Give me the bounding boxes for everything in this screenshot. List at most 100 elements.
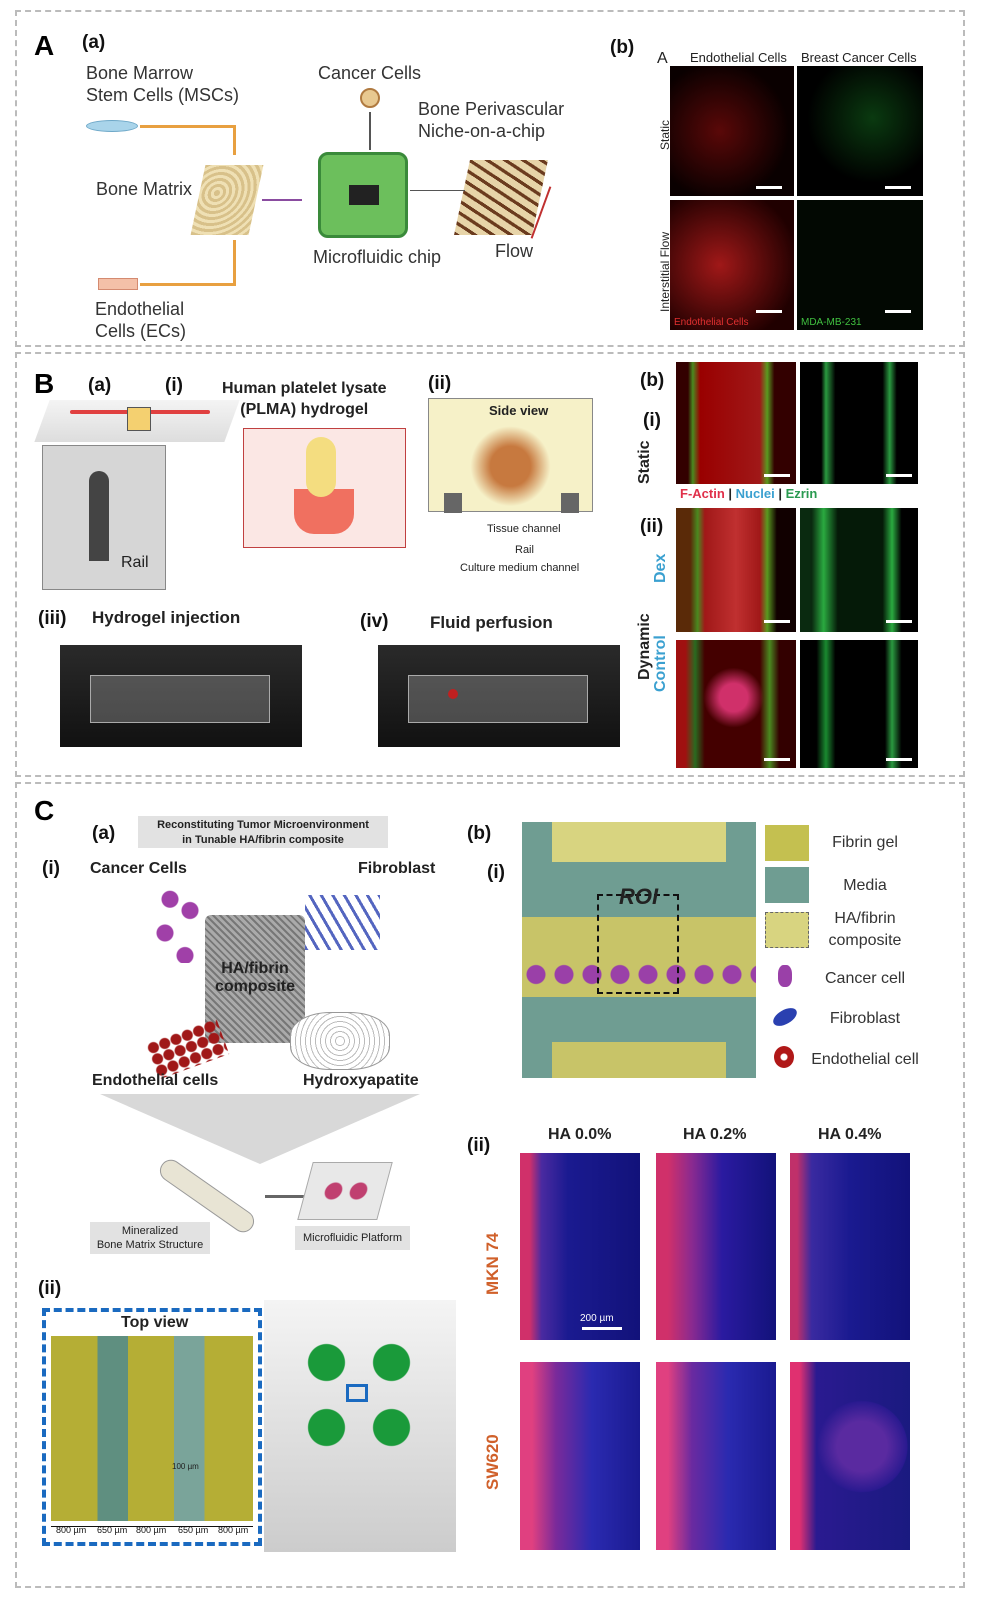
stain-ezrin: Ezrin xyxy=(785,486,818,501)
injection-photo xyxy=(60,645,302,747)
stain-nuclei: Nuclei xyxy=(735,486,775,501)
top-view-box: Top view 100 µm xyxy=(42,1308,262,1546)
injection-label: Hydrogel injection xyxy=(92,608,241,627)
fibroblast-cluster xyxy=(305,895,380,950)
row-mkn74: MKN 74 xyxy=(483,1232,502,1295)
hydrogel-label: Human platelet lysate(PLMA) hydrogel xyxy=(222,380,387,418)
hydrogel-zoom-box xyxy=(243,428,406,548)
niche-image xyxy=(454,160,548,235)
cancer-cell-icon xyxy=(360,88,380,108)
dim-label: 650 µm xyxy=(97,1525,128,1535)
scale-label: 200 µm xyxy=(580,1313,614,1324)
dim-label: 650 µm xyxy=(178,1525,209,1535)
panel-c-letter: C xyxy=(34,795,55,826)
col-breast-cancer: Breast Cancer Cells xyxy=(801,50,917,65)
legend-swatch-media xyxy=(765,867,809,903)
image-letter: A xyxy=(657,50,668,67)
legend-swatch-composite xyxy=(765,912,809,948)
panel-c-sub-b: (b) xyxy=(467,823,492,844)
platform-label: Microfluidic Platform xyxy=(295,1226,410,1250)
micrograph-static-cancer xyxy=(797,66,923,196)
panel-b-sub-b: (b) xyxy=(640,370,665,391)
cancer-cells-label: Cancer Cells xyxy=(318,63,422,83)
side-view-label: Side view xyxy=(489,403,549,418)
micrograph-flow-endothelial: Endothelial Cells xyxy=(670,200,794,330)
panel-b-letter: B xyxy=(34,368,55,399)
cube-label-1: HA/fibrin xyxy=(221,960,289,977)
dim-label: 800 µm xyxy=(136,1525,167,1535)
rail-side-label: Rail xyxy=(515,544,534,556)
caption-mda: MDA-MB-231 xyxy=(801,317,862,328)
panel-b-b-ii: (ii) xyxy=(640,516,664,537)
micrograph-sw620-ha02 xyxy=(656,1362,776,1550)
ec-cell-icon xyxy=(98,278,138,290)
panel-c xyxy=(15,782,965,1588)
panel-b-iv: (iv) xyxy=(360,611,389,632)
dim-label: 800 µm xyxy=(218,1525,249,1535)
panel-c-sub-a: (a) xyxy=(92,823,116,844)
header-line-2: in Tunable HA/fibrin composite xyxy=(182,834,344,846)
panel-b-iii: (iii) xyxy=(38,608,67,629)
micrograph-control-ezrin xyxy=(800,640,918,768)
roi-label: ROI xyxy=(619,884,659,909)
micrograph-static-merged xyxy=(676,362,796,484)
stain-legend: F-Actin | Nuclei | Ezrin xyxy=(680,486,817,501)
col-endothelial: Endothelial Cells xyxy=(690,50,787,65)
dex-label: Dex xyxy=(652,553,669,583)
micrograph-mkn74-ha04 xyxy=(790,1153,910,1340)
micrograph-mkn74-ha0: 200 µm xyxy=(520,1153,640,1340)
micrograph-dex-ezrin xyxy=(800,508,918,632)
panel-a-sub-a: (a) xyxy=(82,32,106,53)
micrograph-static-endothelial xyxy=(670,66,794,196)
hydroxyapatite-label: Hydroxyapatite xyxy=(303,1072,419,1089)
rail-inset: Rail xyxy=(42,445,166,590)
bone-matrix-label: Bone Matrix xyxy=(96,179,193,199)
perfusion-label: Fluid perfusion xyxy=(430,613,553,632)
tissue-channel-label: Tissue channel xyxy=(487,523,561,535)
legend-media: Media xyxy=(843,877,887,894)
header-line-1: Reconstituting Tumor Microenvironment xyxy=(157,819,369,831)
legend-fibroblast: Fibroblast xyxy=(829,1010,901,1027)
hydroxyapatite-fibers xyxy=(290,1012,390,1070)
stain-factin: F-Actin xyxy=(680,486,725,501)
col-ha-0: HA 0.0% xyxy=(548,1126,612,1143)
bone-label-1: Mineralized xyxy=(121,1225,179,1237)
side-view-diagram: Side view xyxy=(428,398,593,513)
row-sw620: SW620 xyxy=(483,1434,502,1490)
micrograph-sw620-ha04 xyxy=(790,1362,910,1550)
micrograph-sw620-ha0 xyxy=(520,1362,640,1550)
panel-a xyxy=(15,10,965,347)
panel-c-b-ii: (ii) xyxy=(467,1135,491,1156)
panel-b-b-i: (i) xyxy=(643,410,661,431)
platform-chip-image xyxy=(297,1162,393,1220)
micrograph-static-ezrin xyxy=(800,362,918,484)
composite-header: Reconstituting Tumor Microenvironment in … xyxy=(138,816,388,848)
static-label: Static xyxy=(636,440,653,484)
cube-label-2: composite xyxy=(214,978,295,995)
panel-b-sub-a: (a) xyxy=(88,375,112,396)
cancer-cell-cluster xyxy=(155,888,205,963)
legend-cancer: Cancer cell xyxy=(824,970,906,987)
legend-endothelial: Endothelial cell xyxy=(811,1051,919,1068)
fibroblast-label-c: Fibroblast xyxy=(358,860,436,877)
panel-b-i: (i) xyxy=(165,375,183,396)
top-view-label: Top view xyxy=(121,1314,189,1331)
stain-sep: | xyxy=(728,486,733,501)
roi-diagram: ROI xyxy=(522,822,756,1078)
dim-100um: 100 µm xyxy=(172,1462,199,1471)
panel-c-i: (i) xyxy=(42,858,60,879)
legend-fibrin: Fibrin gel xyxy=(832,834,898,851)
micrograph-control-merged xyxy=(676,640,796,768)
micrograph-mkn74-ha02 xyxy=(656,1153,776,1340)
panel-b xyxy=(15,352,965,777)
col-ha-02: HA 0.2% xyxy=(683,1126,747,1143)
caption-endothelial: Endothelial Cells xyxy=(674,317,749,328)
msc-cell-icon xyxy=(86,120,138,132)
legend-swatch-fibrin xyxy=(765,825,809,861)
device-photo xyxy=(264,1300,456,1552)
